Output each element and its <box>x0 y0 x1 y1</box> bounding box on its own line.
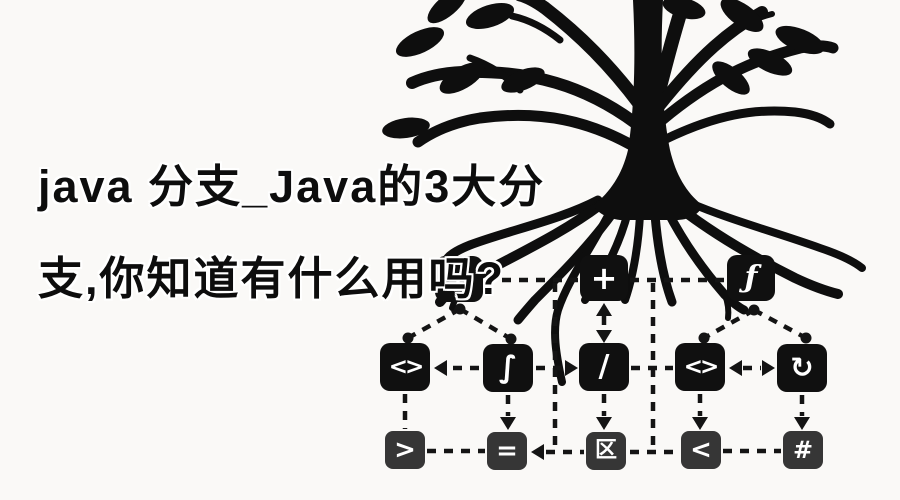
node-refresh: ↻ <box>777 344 827 392</box>
page-title-line1: java 分支_Java的3大分 <box>38 161 546 212</box>
node-slash-mid: / <box>579 343 629 391</box>
node-code-left: <> <box>380 343 430 391</box>
node-hash: # <box>783 431 823 469</box>
node-less-than: < <box>681 431 721 469</box>
node-equals: = <box>487 432 527 470</box>
node-plus: + <box>580 255 628 301</box>
page-title-line2: 支,你知道有什么用吗? <box>38 253 505 304</box>
node-qu-character: 区 <box>586 432 626 470</box>
node-code-right: <> <box>675 343 725 391</box>
node-greater-than: > <box>385 431 425 469</box>
node-integral: ∫ <box>483 344 533 392</box>
node-function: ƒ <box>727 255 775 301</box>
